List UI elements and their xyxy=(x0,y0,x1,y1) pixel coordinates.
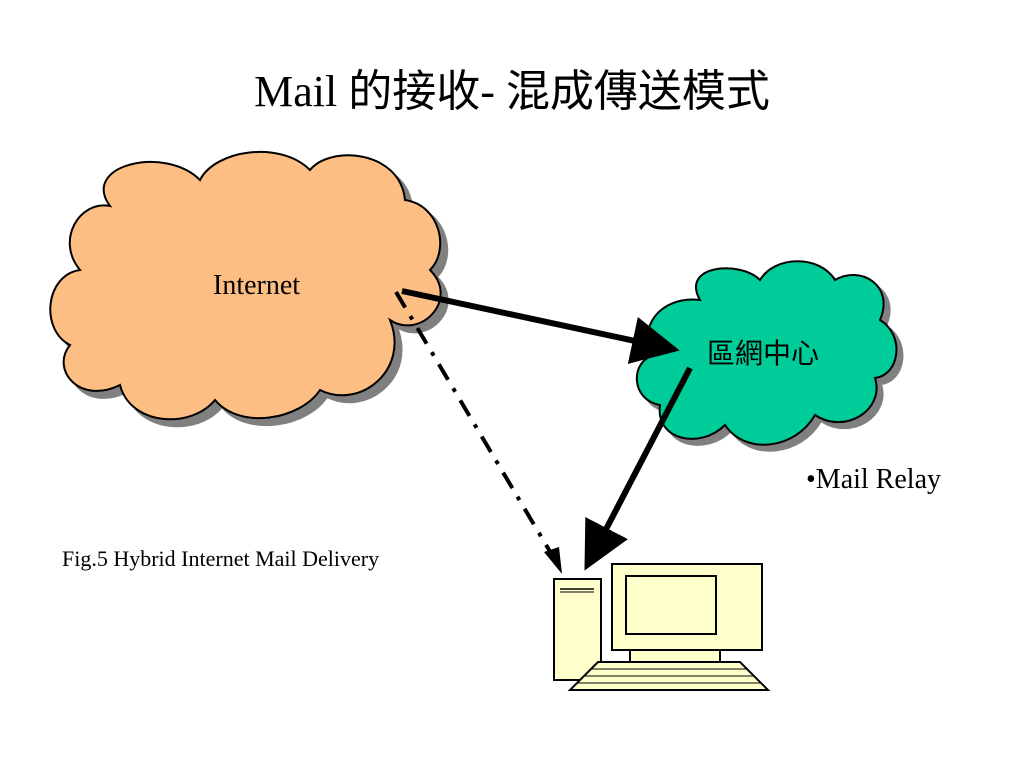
computer-icon xyxy=(553,563,771,691)
slide-title: Mail 的接收- 混成傳送模式 xyxy=(254,67,770,116)
dashed-arrow-head xyxy=(544,547,562,574)
arrow-center-to-computer xyxy=(584,366,693,571)
center-cloud-icon xyxy=(635,260,904,452)
internet-cloud-icon xyxy=(49,150,449,428)
dashed-arrow-internet-to-computer xyxy=(394,290,557,562)
regional-center-label: 區網中心 xyxy=(707,339,820,370)
figure-caption: Fig.5 Hybrid Internet Mail Delivery xyxy=(62,546,380,571)
mail-relay-note: •Mail Relay xyxy=(806,464,941,495)
internet-label: Internet xyxy=(213,270,301,301)
arrow-internet-to-center xyxy=(401,288,680,364)
